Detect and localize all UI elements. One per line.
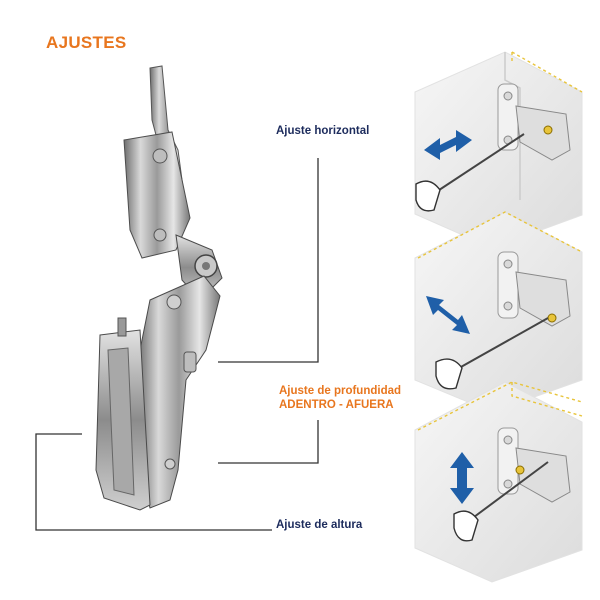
page-title: AJUSTES (46, 33, 127, 52)
leader-height (35, 433, 272, 531)
label-horizontal-adjust: Ajuste horizontal (276, 125, 370, 137)
panel-horizontal (414, 51, 583, 249)
hinge-image (95, 65, 223, 511)
label-depth-adjust: Ajuste de profundidad ADENTRO - AFUERA (279, 384, 401, 412)
leader-depth (218, 420, 319, 464)
vertical-arrow-icon (450, 452, 474, 504)
depth-arrow-icon (426, 296, 470, 334)
label-depth-line2: ADENTRO - AFUERA (279, 399, 394, 411)
leader-horizontal (218, 158, 319, 363)
horizontal-arrow-icon (424, 130, 472, 160)
label-depth-line1: Ajuste de profundidad (279, 385, 402, 397)
leader-lines (35, 158, 319, 531)
label-height-adjust: Ajuste de altura (276, 519, 363, 531)
panel-height (414, 381, 583, 583)
panel-depth (414, 211, 583, 413)
